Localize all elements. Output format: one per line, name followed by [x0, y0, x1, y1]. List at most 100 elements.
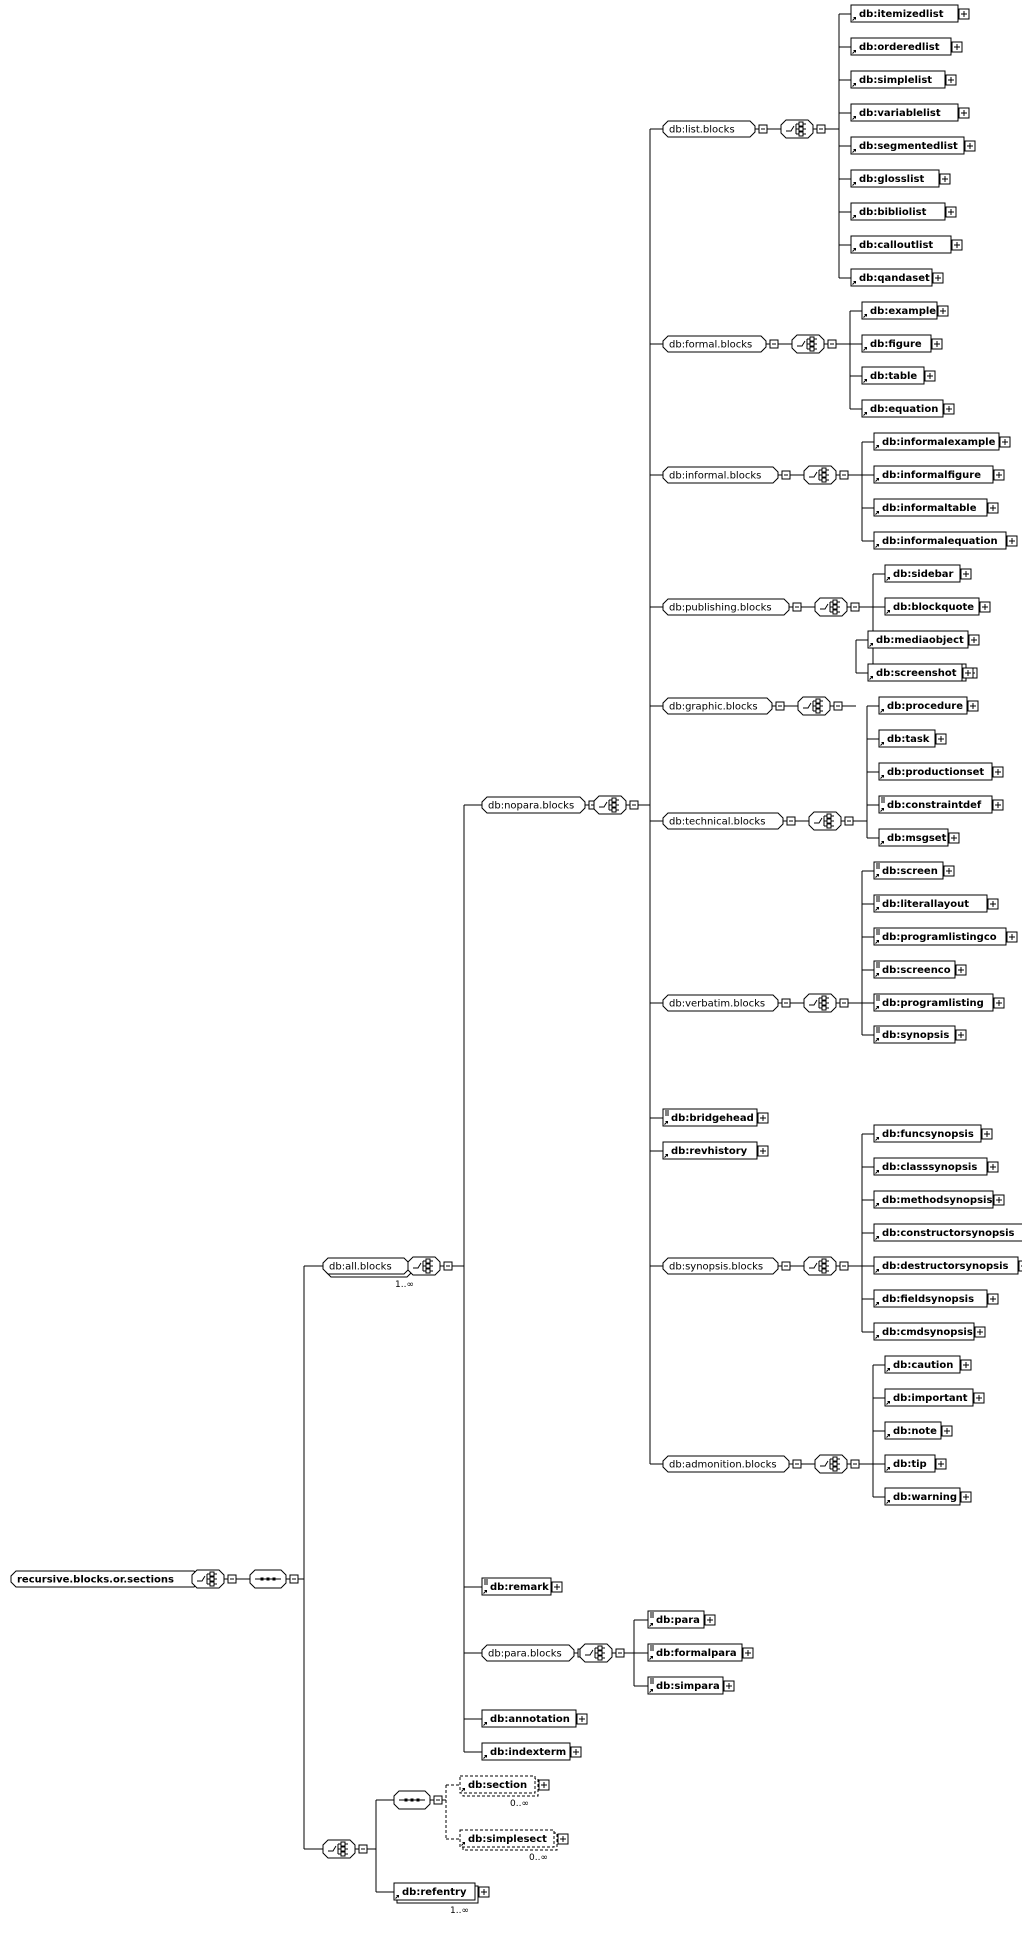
- group-3-choice-collapse[interactable]: [850, 602, 860, 612]
- group-synopsis-blocks[interactable]: db:synopsis.blocks: [662, 1257, 779, 1275]
- element-bridgehead[interactable]: db:bridgehead: [662, 1108, 758, 1127]
- element-calloutlist[interactable]: db:calloutlist: [850, 235, 952, 254]
- element-formalpara[interactable]: db:formalpara: [647, 1643, 743, 1662]
- element-variablelist-expand[interactable]: [958, 107, 970, 119]
- element-programlisting-expand[interactable]: [993, 997, 1005, 1009]
- element-programlisting[interactable]: db:programlisting: [873, 993, 994, 1012]
- element-note-expand[interactable]: [941, 1425, 953, 1437]
- element-formalpara-expand[interactable]: [742, 1647, 754, 1659]
- group-list-blocks-collapse[interactable]: [758, 124, 768, 134]
- element-informalexample[interactable]: db:informalexample: [873, 432, 1000, 451]
- element-task[interactable]: db:task: [878, 729, 936, 748]
- element-literallayout-expand[interactable]: [987, 898, 999, 910]
- element-screenco[interactable]: db:screenco: [873, 960, 956, 979]
- element-qandaset[interactable]: db:qandaset: [850, 268, 933, 287]
- group-formal-blocks-collapse[interactable]: [769, 339, 779, 349]
- group-publishing-blocks[interactable]: db:publishing.blocks: [662, 598, 790, 616]
- element-example-expand[interactable]: [937, 305, 949, 317]
- sections-sequence-collapse[interactable]: [433, 1795, 443, 1805]
- element-msgset[interactable]: db:msgset: [878, 828, 949, 847]
- group-formal-blocks[interactable]: db:formal.blocks: [662, 335, 767, 353]
- element-para[interactable]: db:para: [647, 1610, 705, 1629]
- element-revhistory[interactable]: db:revhistory: [662, 1141, 758, 1160]
- element-simpara[interactable]: db:simpara: [647, 1676, 724, 1695]
- element-informaltable[interactable]: db:informaltable: [873, 498, 988, 517]
- element-bibliolist[interactable]: db:bibliolist: [850, 202, 946, 221]
- element-tip[interactable]: db:tip: [884, 1454, 936, 1473]
- element-fieldsynopsis[interactable]: db:fieldsynopsis: [873, 1289, 988, 1308]
- element-simplesect-expand[interactable]: [557, 1833, 569, 1845]
- element-segmentedlist[interactable]: db:segmentedlist: [850, 136, 965, 155]
- element-indexterm[interactable]: db:indexterm: [481, 1742, 571, 1761]
- root-sequence-collapse[interactable]: [289, 1574, 299, 1584]
- element-qandaset-expand[interactable]: [932, 272, 944, 284]
- element-productionset[interactable]: db:productionset: [878, 762, 993, 781]
- para-blocks-choice-collapse[interactable]: [615, 1648, 625, 1658]
- element-methodsynopsis-expand[interactable]: [993, 1194, 1005, 1206]
- element-simplelist-expand[interactable]: [945, 74, 957, 86]
- element-synopsis[interactable]: db:synopsis: [873, 1025, 956, 1044]
- group-0-choice-collapse[interactable]: [816, 124, 826, 134]
- element-section-expand[interactable]: [538, 1779, 550, 1791]
- element-tip-expand[interactable]: [935, 1458, 947, 1470]
- element-mediaobject-expand[interactable]: [968, 634, 980, 646]
- element-indexterm-expand[interactable]: [570, 1746, 582, 1758]
- element-cmdsynopsis-expand[interactable]: [974, 1326, 986, 1338]
- element-caution[interactable]: db:caution: [884, 1355, 961, 1374]
- element-important[interactable]: db:important: [884, 1388, 974, 1407]
- element-bibliolist-expand[interactable]: [945, 206, 957, 218]
- element-simplesect[interactable]: db:simplesect: [459, 1829, 558, 1851]
- group-informal-blocks[interactable]: db:informal.blocks: [662, 466, 779, 484]
- element-annotation[interactable]: db:annotation: [481, 1709, 577, 1728]
- element-informalfigure-expand[interactable]: [993, 469, 1005, 481]
- element-funcsynopsis-expand[interactable]: [981, 1128, 993, 1140]
- element-segmentedlist-expand[interactable]: [964, 140, 976, 152]
- element-cmdsynopsis[interactable]: db:cmdsynopsis: [873, 1322, 975, 1341]
- element-orderedlist[interactable]: db:orderedlist: [850, 37, 952, 56]
- group-admonition-blocks[interactable]: db:admonition.blocks: [662, 1455, 790, 1473]
- element-blockquote[interactable]: db:blockquote: [884, 597, 980, 616]
- element-destructorsynopsis[interactable]: db:destructorsynopsis: [873, 1256, 1019, 1275]
- group-4-choice-collapse[interactable]: [833, 701, 843, 711]
- element-destructorsynopsis-expand[interactable]: [1018, 1260, 1022, 1272]
- element-mediaobject[interactable]: db:mediaobject: [867, 630, 969, 649]
- element-itemizedlist-expand[interactable]: [958, 8, 970, 20]
- element-screenshot-expand[interactable]: [962, 667, 974, 679]
- element-figure[interactable]: db:figure: [861, 334, 932, 353]
- element-constraintdef-expand[interactable]: [992, 799, 1004, 811]
- element-informalequation-expand[interactable]: [1006, 535, 1018, 547]
- element-sidebar[interactable]: db:sidebar: [884, 564, 961, 583]
- element-caution-expand[interactable]: [960, 1359, 972, 1371]
- all-blocks-group[interactable]: db:all.blocks: [322, 1257, 413, 1278]
- group-synopsis-blocks-collapse[interactable]: [781, 1261, 791, 1271]
- group-graphic-blocks[interactable]: db:graphic.blocks: [662, 697, 773, 715]
- element-table[interactable]: db:table: [861, 366, 925, 385]
- element-fieldsynopsis-expand[interactable]: [987, 1293, 999, 1305]
- element-example[interactable]: db:example: [861, 301, 938, 320]
- element-table-expand[interactable]: [924, 370, 936, 382]
- element-remark-expand[interactable]: [551, 1581, 563, 1593]
- root-group[interactable]: recursive.blocks.or.sections: [10, 1570, 200, 1588]
- element-orderedlist-expand[interactable]: [951, 41, 963, 53]
- element-screenco-expand[interactable]: [955, 964, 967, 976]
- element-section[interactable]: db:section: [459, 1775, 539, 1797]
- element-methodsynopsis[interactable]: db:methodsynopsis: [873, 1190, 994, 1209]
- element-important-expand[interactable]: [973, 1392, 985, 1404]
- group-verbatim-blocks-collapse[interactable]: [781, 998, 791, 1008]
- element-note[interactable]: db:note: [884, 1421, 942, 1440]
- element-variablelist[interactable]: db:variablelist: [850, 103, 959, 122]
- sections-choice-collapse[interactable]: [358, 1844, 368, 1854]
- nopara-blocks-group[interactable]: db:nopara.blocks: [481, 796, 586, 814]
- element-informaltable-expand[interactable]: [987, 502, 999, 514]
- element-informalequation[interactable]: db:informalequation: [873, 531, 1007, 550]
- group-6-choice-collapse[interactable]: [839, 998, 849, 1008]
- element-synopsis-expand[interactable]: [955, 1029, 967, 1041]
- group-graphic-blocks-collapse[interactable]: [775, 701, 785, 711]
- element-classsynopsis-expand[interactable]: [987, 1161, 999, 1173]
- element-warning[interactable]: db:warning: [884, 1487, 961, 1506]
- element-classsynopsis[interactable]: db:classsynopsis: [873, 1157, 988, 1176]
- element-para-expand[interactable]: [704, 1614, 716, 1626]
- element-constraintdef[interactable]: db:constraintdef: [878, 795, 993, 814]
- group-publishing-blocks-collapse[interactable]: [792, 602, 802, 612]
- element-programlistingco[interactable]: db:programlistingco: [873, 927, 1007, 946]
